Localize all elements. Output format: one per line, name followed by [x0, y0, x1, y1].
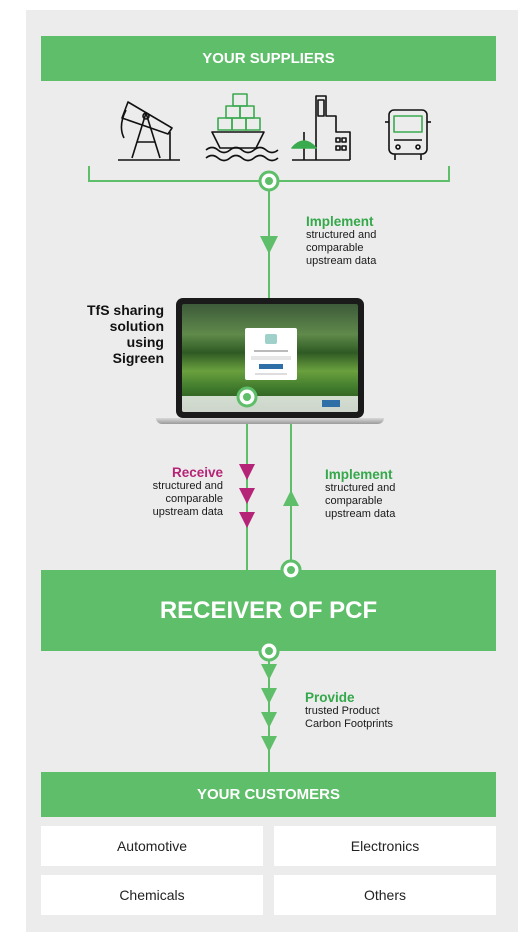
customer-label: Chemicals [119, 887, 185, 903]
laptop-screen [182, 304, 358, 412]
provide-step: Provide trusted Product Carbon Footprint… [305, 691, 393, 731]
step-heading: Receive [171, 465, 223, 480]
solution-label-line: using [126, 334, 164, 350]
suppliers-title: YOUR SUPPLIERS [202, 50, 335, 67]
step-body-line: trusted Product [305, 705, 380, 717]
customer-tile-automotive: Automotive [41, 826, 263, 866]
receive-arrow-icon [239, 464, 255, 480]
implement-step: Implement structured and comparable upst… [325, 468, 395, 521]
receiver-banner: RECEIVER OF PCF [41, 570, 496, 651]
receive-arrow-icon [239, 512, 255, 528]
top-implement-step: Implement structured and comparable upst… [306, 215, 376, 268]
step-body-line: comparable [165, 493, 223, 505]
customer-label: Automotive [116, 838, 188, 854]
solution-label-line: Sigreen [112, 350, 164, 366]
receive-arrow-icon [239, 488, 255, 504]
customer-label: Others [363, 887, 406, 903]
customers-banner: YOUR CUSTOMERS [41, 772, 496, 817]
step-body-line: structured and [325, 482, 396, 494]
step-body-line: comparable [306, 242, 364, 254]
down-arrow-icon [260, 236, 278, 254]
login-card [245, 328, 297, 380]
solution-label-line: TfS sharing [86, 302, 164, 318]
step-body-line: structured and [152, 480, 223, 492]
laptop-base [156, 418, 384, 424]
factory-icon [291, 95, 351, 161]
customer-tile-chemicals: Chemicals [41, 875, 263, 915]
step-heading: Implement [306, 214, 374, 229]
cargo-ship-icon [205, 93, 279, 162]
step-heading: Implement [325, 467, 393, 482]
up-arrow-icon [283, 490, 299, 506]
step-body-line: comparable [325, 495, 383, 507]
laptop [156, 298, 384, 424]
down-arrow-icon [261, 664, 277, 680]
customer-tile-others: Others [274, 875, 496, 915]
step-body-line: upstream data [325, 508, 396, 520]
down-arrow-icon [261, 712, 277, 728]
step-body-line: upstream data [152, 506, 223, 518]
customer-label: Electronics [350, 838, 420, 854]
down-arrow-icon [261, 688, 277, 704]
step-body-line: upstream data [306, 255, 377, 267]
oil-pump-icon [118, 101, 180, 161]
step-heading: Provide [305, 690, 355, 705]
cookie-bar [182, 396, 358, 412]
step-body-line: structured and [306, 229, 377, 241]
logo-mark [265, 334, 277, 344]
laptop-bezel [176, 298, 364, 418]
truck-icon [385, 109, 431, 160]
down-arrow-icon [261, 736, 277, 752]
solution-label-line: solution [109, 318, 164, 334]
login-button [259, 364, 283, 369]
customer-tile-electronics: Electronics [274, 826, 496, 866]
step-body-line: Carbon Footprints [305, 718, 394, 730]
solution-label: TfS sharing solution using Sigreen [87, 302, 164, 366]
receiver-title: RECEIVER OF PCF [159, 596, 378, 624]
receive-step: Receive structured and comparable upstre… [153, 466, 223, 519]
suppliers-banner: YOUR SUPPLIERS [41, 36, 496, 81]
customers-title: YOUR CUSTOMERS [196, 786, 341, 803]
